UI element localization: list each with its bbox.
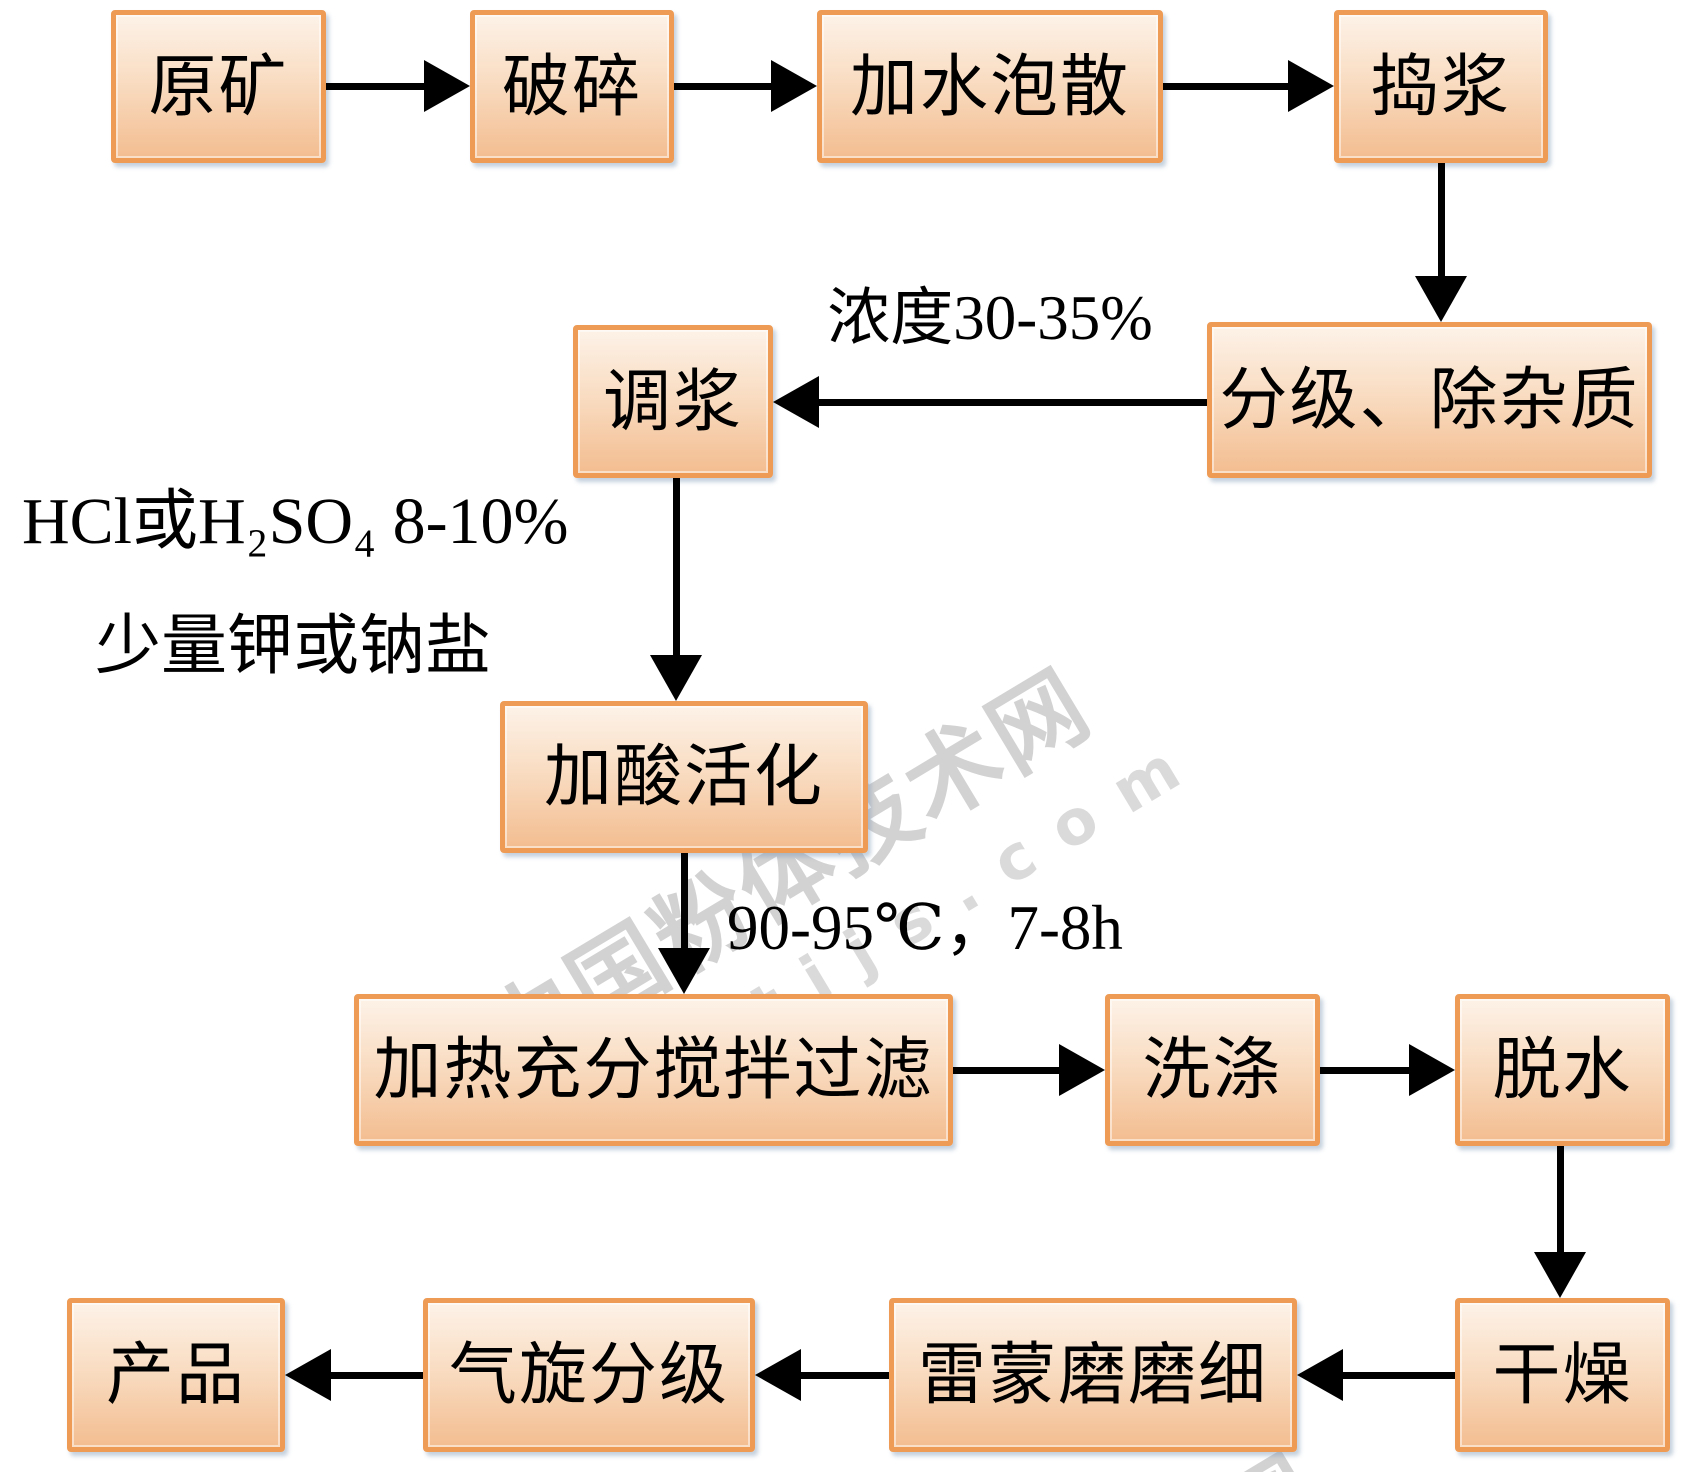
arrow-line-heat-to-wash — [953, 1066, 1061, 1074]
arrow-line-classify-to-adjust — [817, 398, 1207, 406]
arrow-head-crush-to-disperse — [771, 60, 817, 112]
process-node-label: 干燥 — [1492, 1337, 1633, 1413]
process-node-product: 产品 — [67, 1298, 285, 1452]
arrow-line-mill-to-cyclone — [799, 1371, 889, 1379]
process-node-raw-ore: 原矿 — [111, 10, 326, 163]
annotation-acid-dose: HCl或H₂SO₄ 8-10% — [22, 485, 569, 558]
process-node-label: 加热充分搅拌过滤 — [373, 1032, 934, 1108]
process-node-label: 加酸活化 — [543, 739, 824, 815]
process-node-label: 洗涤 — [1142, 1032, 1283, 1108]
annotation-salt-dose: 少量钾或钠盐 — [95, 610, 491, 683]
arrow-head-pulp-to-classify — [1415, 276, 1467, 322]
process-node-cyclone-classify: 气旋分级 — [423, 1298, 755, 1452]
arrow-line-adjust-to-acid — [672, 478, 680, 657]
process-node-label: 分级、除杂质 — [1219, 362, 1640, 438]
annotation-concentration: 浓度30-35% — [827, 283, 1153, 353]
arrow-line-dry-to-mill — [1341, 1371, 1455, 1379]
arrow-line-raw-to-crush — [326, 82, 426, 90]
process-node-water-disperse: 加水泡散 — [817, 10, 1163, 163]
process-node-crushing: 破碎 — [470, 10, 674, 163]
arrow-head-dry-to-mill — [1297, 1349, 1343, 1401]
arrow-head-acid-to-heat — [658, 948, 710, 994]
process-node-label: 产品 — [105, 1337, 246, 1413]
process-node-pulping: 捣浆 — [1334, 10, 1548, 163]
process-node-dewatering: 脱水 — [1455, 994, 1670, 1146]
arrow-line-pulp-to-classify — [1437, 163, 1445, 278]
arrow-head-adjust-to-acid — [650, 655, 702, 701]
arrow-head-dewater-to-dry — [1534, 1252, 1586, 1298]
process-node-label: 雷蒙磨磨细 — [917, 1337, 1268, 1413]
process-node-drying: 干燥 — [1455, 1298, 1670, 1452]
process-node-label: 破碎 — [501, 48, 642, 125]
arrow-head-classify-to-adjust — [773, 376, 819, 428]
annotation-temp-time: 90-95℃，7-8h — [727, 893, 1123, 963]
process-node-raymond-mill: 雷蒙磨磨细 — [889, 1298, 1297, 1452]
process-node-label: 原矿 — [148, 48, 289, 125]
process-node-washing: 洗涤 — [1105, 994, 1320, 1146]
arrow-head-heat-to-wash — [1059, 1044, 1105, 1096]
arrow-line-dewater-to-dry — [1556, 1146, 1564, 1254]
arrow-line-crush-to-disperse — [674, 82, 773, 90]
process-node-slurry-adjust: 调浆 — [573, 325, 773, 478]
arrow-line-acid-to-heat — [680, 853, 688, 950]
process-node-label: 脱水 — [1492, 1032, 1633, 1108]
process-node-acid-activate: 加酸活化 — [500, 701, 868, 853]
arrow-head-wash-to-dewater — [1409, 1044, 1455, 1096]
process-node-label: 加水泡散 — [849, 48, 1130, 125]
process-node-heat-stir-filter: 加热充分搅拌过滤 — [354, 994, 953, 1146]
process-node-label: 捣浆 — [1370, 48, 1511, 125]
process-node-classify-remove: 分级、除杂质 — [1207, 322, 1652, 478]
arrow-head-raw-to-crush — [424, 60, 470, 112]
arrow-head-mill-to-cyclone — [755, 1349, 801, 1401]
arrow-line-disperse-to-pulp — [1163, 82, 1290, 90]
arrow-line-wash-to-dewater — [1320, 1066, 1411, 1074]
process-node-label: 调浆 — [602, 363, 743, 440]
arrow-head-cyclone-to-product — [285, 1349, 331, 1401]
arrow-line-cyclone-to-product — [329, 1371, 423, 1379]
arrow-head-disperse-to-pulp — [1288, 60, 1334, 112]
process-node-label: 气旋分级 — [448, 1337, 729, 1413]
